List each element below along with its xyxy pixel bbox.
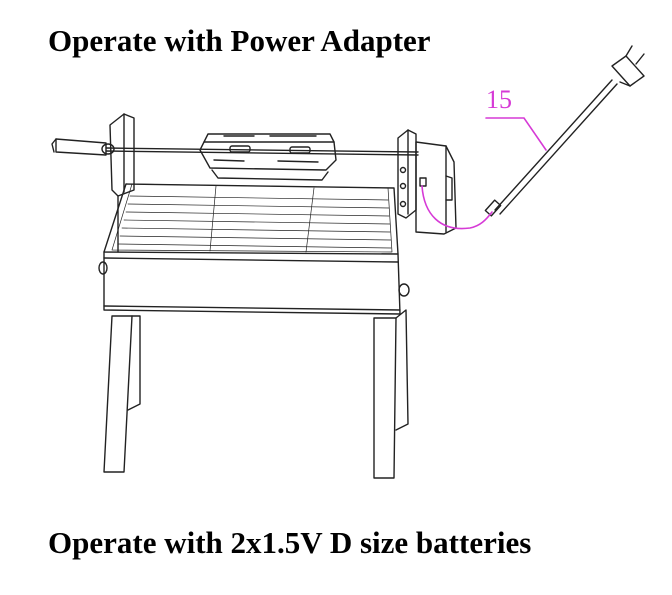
heading-power-adapter: Operate with Power Adapter (48, 23, 431, 58)
power-cord (484, 79, 618, 217)
heading-batteries: Operate with 2x1.5V D size batteries (48, 525, 532, 560)
left-upright (109, 113, 135, 253)
grill-tray (98, 183, 410, 315)
spit-forks (199, 133, 337, 181)
motor-box-icon (399, 141, 457, 235)
callout-leader-line (485, 117, 547, 151)
adapter-cable-highlight (421, 185, 493, 230)
grill-grate (111, 183, 393, 253)
spit-handle (51, 138, 115, 156)
spit-rod (105, 147, 419, 153)
power-adapter-plug-icon (611, 45, 645, 87)
part-callout-number: 15 (486, 85, 512, 114)
grill-legs (103, 309, 409, 479)
